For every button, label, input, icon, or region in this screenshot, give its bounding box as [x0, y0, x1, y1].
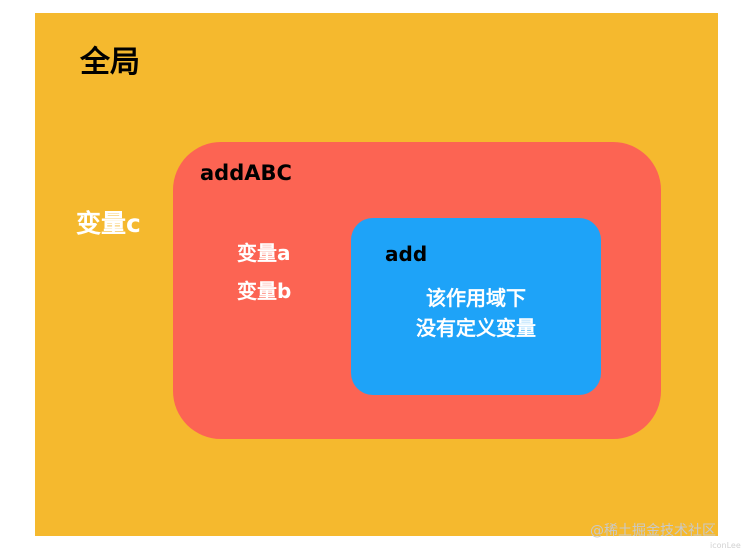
- add-scope-note-line-2: 没有定义变量: [416, 316, 536, 340]
- addabc-scope-title: addABC: [200, 161, 292, 185]
- add-scope-note-line-1: 该作用域下: [426, 286, 526, 310]
- variable-a-label: 变量a: [237, 241, 291, 265]
- add-scope-box: [351, 218, 601, 395]
- watermark-subtext: iconLee: [710, 541, 741, 550]
- variable-c-label: 变量c: [76, 209, 141, 238]
- global-scope-title: 全局: [80, 45, 140, 80]
- variable-b-label: 变量b: [237, 279, 292, 303]
- watermark-text: @稀土掘金技术社区: [590, 523, 716, 539]
- add-scope-title: add: [385, 242, 428, 266]
